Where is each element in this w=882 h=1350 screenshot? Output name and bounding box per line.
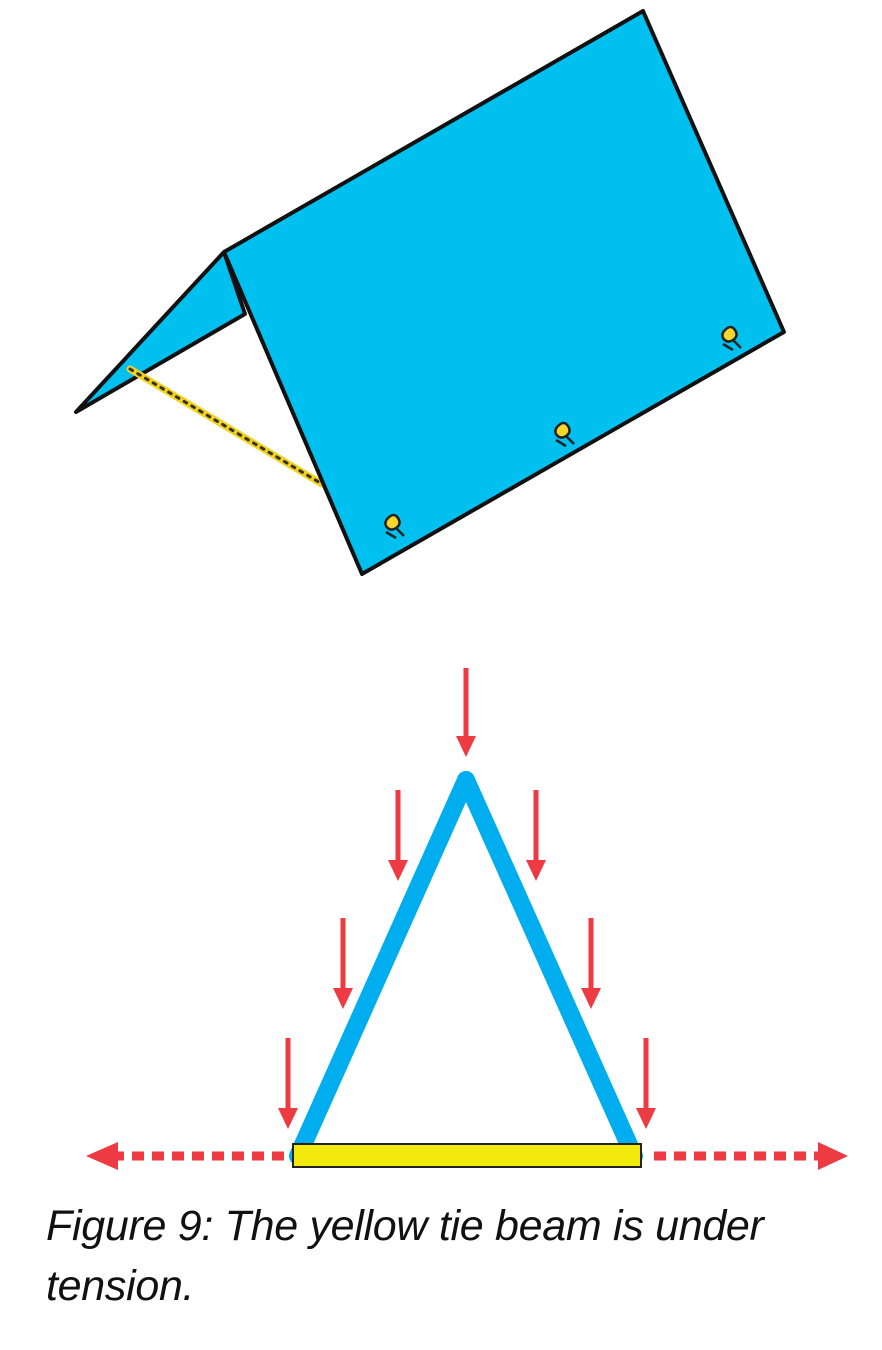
roof-illustration <box>74 9 786 576</box>
figure-caption: Figure 9: The yellow tie beam is under t… <box>46 1202 764 1310</box>
right-rafter <box>457 771 643 1165</box>
knot <box>384 513 405 540</box>
load-arrow <box>333 918 353 1009</box>
tension-arrow-left <box>86 1142 284 1170</box>
roof-tie-beam-texture <box>128 367 324 486</box>
tension-arrows <box>86 1142 848 1170</box>
load-arrow <box>388 790 408 881</box>
load-arrow <box>278 1038 298 1129</box>
tie-beam <box>292 1143 642 1168</box>
roof-main-face <box>222 9 786 576</box>
knot <box>721 325 742 352</box>
load-arrow <box>526 790 546 881</box>
load-arrow <box>581 918 601 1009</box>
roof-gable-face <box>74 250 247 414</box>
tension-arrow-right <box>654 1142 848 1170</box>
load-arrow <box>636 1038 656 1129</box>
force-diagram <box>86 668 848 1170</box>
load-arrow-apex <box>456 668 476 757</box>
left-rafter <box>289 771 475 1165</box>
load-arrows <box>278 668 656 1129</box>
knot <box>554 421 575 448</box>
